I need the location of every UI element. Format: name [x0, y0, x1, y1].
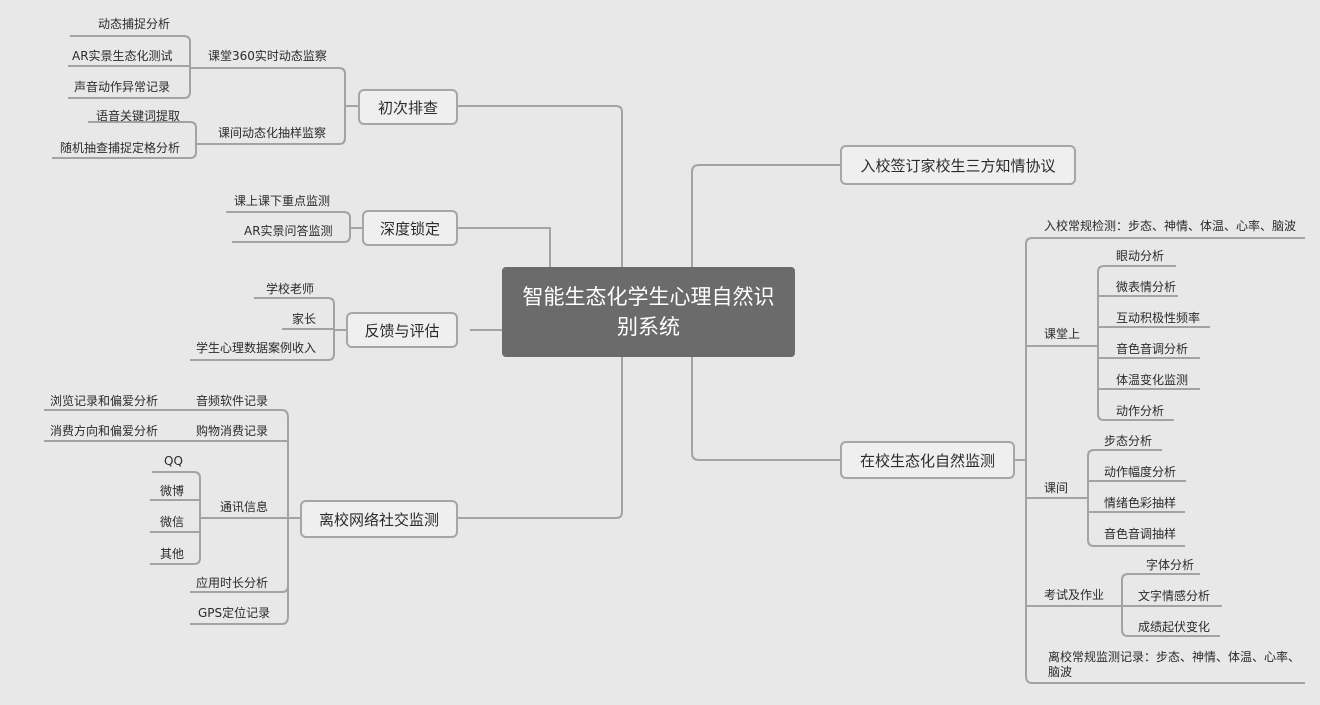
leaf-motion-capture[interactable]: 动态捕捉分析	[98, 17, 171, 31]
topic-gps-record[interactable]: GPS定位记录	[198, 606, 271, 620]
leaf-qq[interactable]: QQ	[164, 454, 183, 468]
topic-break-sampling[interactable]: 课间动态化抽样监察	[218, 126, 327, 140]
branch-oncampus-monitoring[interactable]: 在校生态化自然监测	[840, 441, 1015, 479]
leaf-wechat[interactable]: 微信	[160, 515, 185, 529]
leaf-case-data[interactable]: 学生心理数据案例收入	[196, 341, 317, 355]
leaf-teacher[interactable]: 学校老师	[266, 282, 315, 296]
leaf-text-sentiment[interactable]: 文字情感分析	[1138, 589, 1211, 603]
leaf-voice-keyword[interactable]: 语音关键词提取	[96, 109, 181, 123]
leaf-grade-fluctuation[interactable]: 成绩起伏变化	[1138, 620, 1211, 634]
topic-break-time[interactable]: 课间	[1044, 481, 1069, 495]
branch-offcampus-social-monitoring[interactable]: 离校网络社交监测	[300, 500, 458, 538]
leaf-motion-analysis[interactable]: 动作分析	[1116, 404, 1165, 418]
branch-feedback-evaluation[interactable]: 反馈与评估	[346, 312, 458, 348]
leaf-voice-tone-sampling[interactable]: 音色音调抽样	[1104, 527, 1177, 541]
leaf-entry-check[interactable]: 入校常规检测：步态、神情、体温、心率、脑波	[1044, 219, 1297, 233]
leaf-other[interactable]: 其他	[160, 547, 185, 561]
root-node[interactable]: 智能生态化学生心理自然识别系统	[502, 267, 795, 357]
leaf-random-capture[interactable]: 随机抽查捕捉定格分析	[60, 141, 181, 155]
topic-communication[interactable]: 通讯信息	[220, 500, 269, 514]
leaf-sound-motion-record[interactable]: 声音动作异常记录	[74, 80, 171, 94]
leaf-consumption-preference[interactable]: 消费方向和偏爱分析	[50, 424, 159, 438]
leaf-browsing-preference[interactable]: 浏览记录和偏爱分析	[50, 394, 159, 408]
topic-exam-homework[interactable]: 考试及作业	[1044, 588, 1105, 602]
topic-audio-software[interactable]: 音频软件记录	[196, 394, 269, 408]
leaf-ar-test[interactable]: AR实景生态化测试	[72, 49, 173, 63]
leaf-interaction-frequency[interactable]: 互动积极性频率	[1116, 311, 1201, 325]
leaf-motion-amplitude[interactable]: 动作幅度分析	[1104, 465, 1177, 479]
topic-classroom-360[interactable]: 课堂360实时动态监察	[208, 49, 327, 63]
leaf-weibo[interactable]: 微博	[160, 484, 185, 498]
branch-deep-lock[interactable]: 深度锁定	[362, 210, 458, 246]
leaf-handwriting-analysis[interactable]: 字体分析	[1146, 558, 1195, 572]
leaf-temperature-monitoring[interactable]: 体温变化监测	[1116, 373, 1189, 387]
leaf-parent[interactable]: 家长	[292, 312, 317, 326]
topic-shopping-record[interactable]: 购物消费记录	[196, 424, 269, 438]
leaf-ar-qa-monitoring[interactable]: AR实景问答监测	[244, 224, 333, 238]
topic-in-class[interactable]: 课堂上	[1044, 327, 1081, 341]
leaf-emotion-sampling[interactable]: 情绪色彩抽样	[1104, 496, 1177, 510]
leaf-voice-tone-analysis[interactable]: 音色音调分析	[1116, 342, 1189, 356]
leaf-focus-monitoring[interactable]: 课上课下重点监测	[234, 194, 331, 208]
topic-app-duration[interactable]: 应用时长分析	[196, 576, 269, 590]
leaf-micro-expression[interactable]: 微表情分析	[1116, 280, 1177, 294]
leaf-exit-check[interactable]: 离校常规监测记录：步态、神情、体温、心率、脑波	[1048, 650, 1301, 679]
branch-informed-consent[interactable]: 入校签订家校生三方知情协议	[840, 145, 1076, 185]
leaf-eye-tracking[interactable]: 眼动分析	[1116, 249, 1165, 263]
leaf-gait-analysis[interactable]: 步态分析	[1104, 434, 1153, 448]
branch-initial-screening[interactable]: 初次排查	[358, 89, 458, 125]
